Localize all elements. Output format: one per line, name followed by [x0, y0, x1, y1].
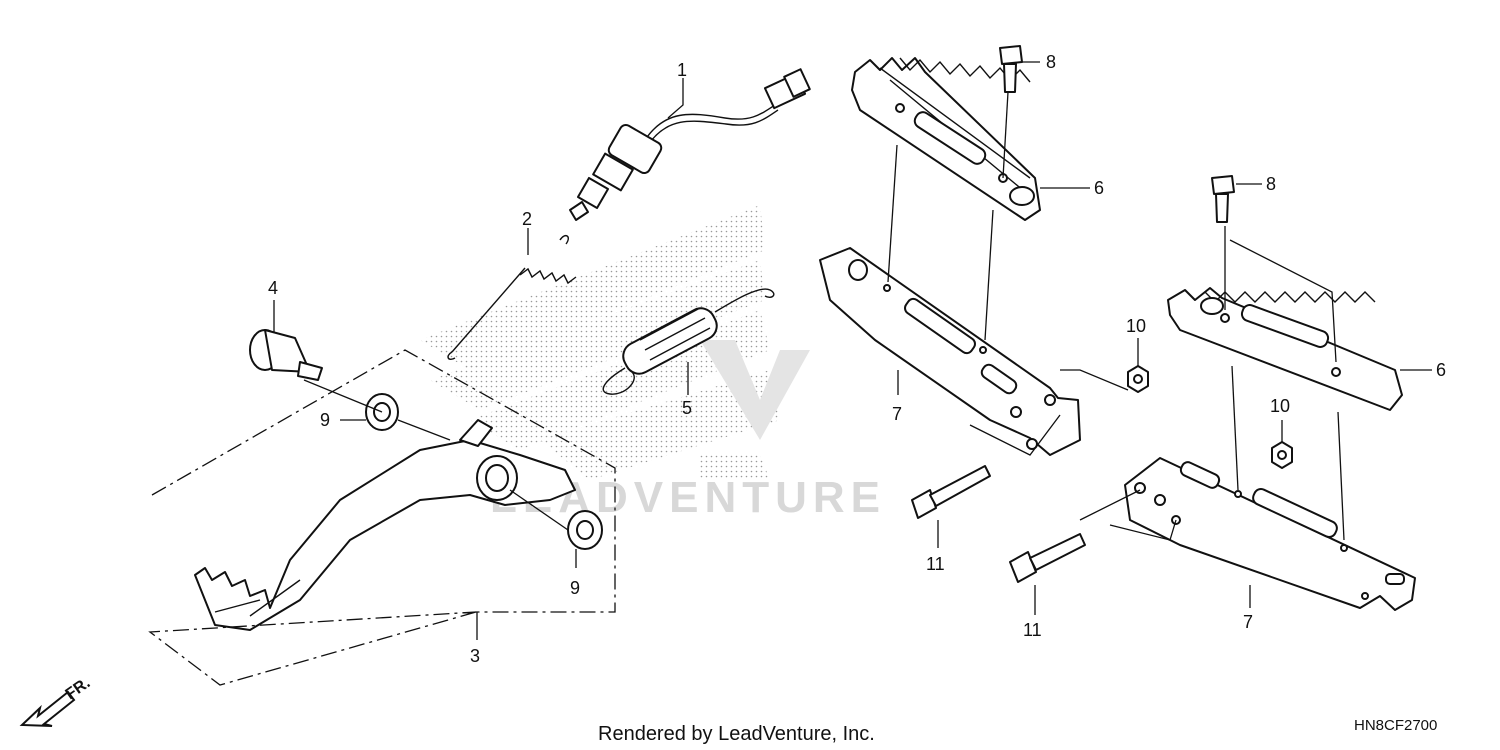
callout-11-upper: 11: [926, 554, 945, 574]
callout-6-upper: 6: [1094, 178, 1104, 198]
nut-10-upper-part: [1127, 365, 1149, 393]
callout-6-lower: 6: [1436, 360, 1446, 380]
callout-8-upper: 8: [1046, 52, 1056, 72]
callout-10-lower: 10: [1270, 396, 1290, 416]
nut-10-lower-part: [1271, 441, 1293, 469]
bushing-lower-part: [567, 510, 603, 550]
front-direction-marker: FR.: [19, 675, 93, 727]
callout-5: 5: [682, 398, 692, 418]
bolt-8-upper-part: [999, 45, 1023, 93]
footpeg-upper-part: [851, 57, 1041, 221]
callout-7-lower: 7: [1243, 612, 1253, 632]
callout-4: 4: [268, 278, 278, 298]
callout-10-upper: 10: [1126, 316, 1146, 336]
callout-3: 3: [470, 646, 480, 666]
pivot-bolt-part: [249, 329, 323, 381]
bolt-8-lower-part: [1211, 175, 1235, 223]
callout-9-lower: 9: [570, 578, 580, 598]
brake-spring-part: [602, 288, 775, 395]
rendered-by-footer: Rendered by LeadVenture, Inc.: [598, 723, 875, 745]
callout-11-lower: 11: [1023, 620, 1042, 640]
callout-2: 2: [522, 209, 532, 229]
callout-1: 1: [677, 60, 687, 80]
front-arrow-icon: [19, 690, 76, 727]
step-bracket-lower-part: [1124, 457, 1416, 611]
footpeg-lower-part: [1167, 287, 1403, 411]
brake-pedal-part: [194, 419, 576, 631]
callout-8-lower: 8: [1266, 174, 1276, 194]
stop-switch-part: [569, 68, 811, 221]
step-bracket-upper-part: [819, 247, 1081, 456]
bolt-11-upper-part: [911, 465, 991, 519]
leader-lines: [273, 61, 1432, 640]
return-spring-part: [447, 234, 577, 361]
diagram-code: HN8CF2700: [1354, 717, 1437, 734]
callout-9-upper: 9: [320, 410, 330, 430]
callout-7-upper: 7: [892, 404, 902, 424]
bolt-11-lower-part: [1009, 533, 1086, 583]
pedal-outline-box: [148, 349, 616, 686]
